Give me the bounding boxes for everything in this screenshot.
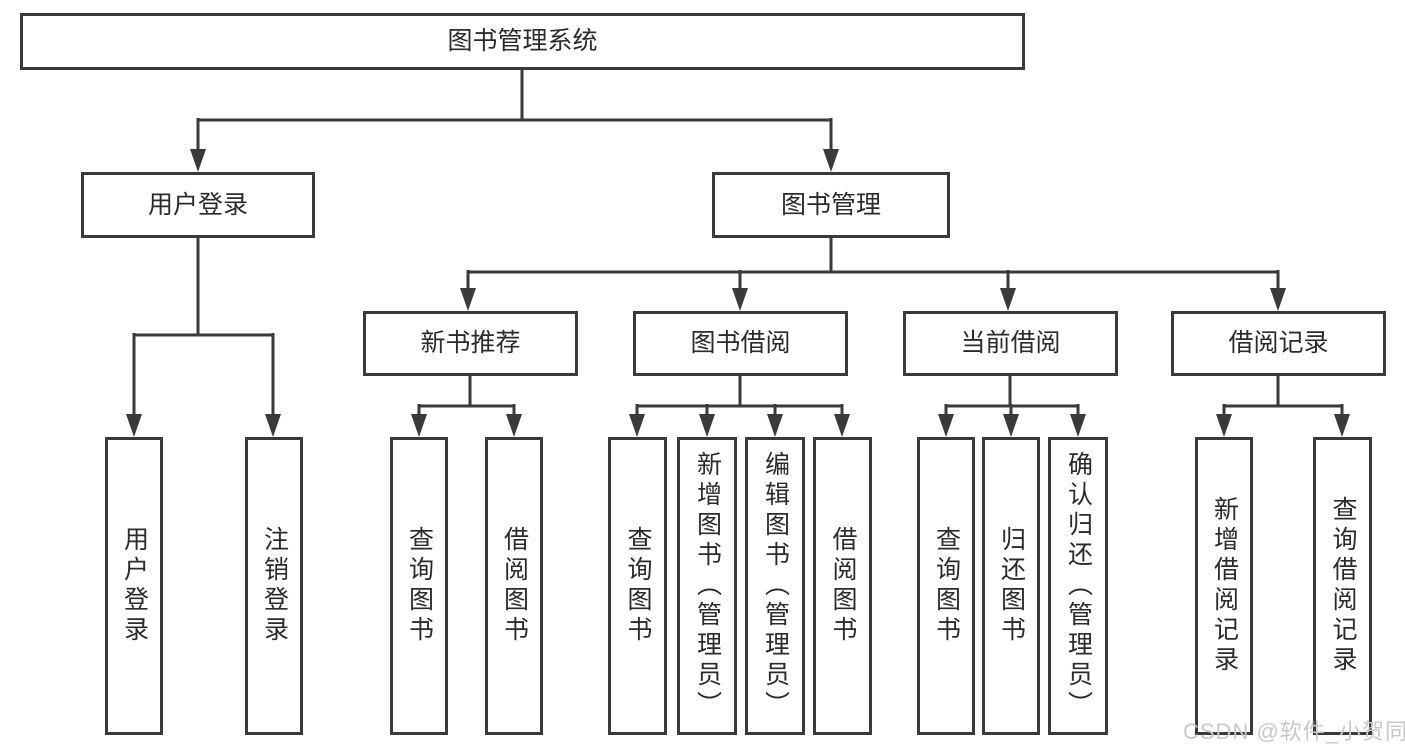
leaf-recommend-borrow-books: 借阅图书 xyxy=(485,437,543,735)
leaf-logout-label: 注销登录 xyxy=(260,526,289,646)
leaf-recommend-borrow-books-label: 借阅图书 xyxy=(500,526,529,646)
node-book-borrow: 图书借阅 xyxy=(633,311,848,376)
node-book-management: 图书管理 xyxy=(712,172,950,238)
node-user-login-label: 用户登录 xyxy=(147,190,248,219)
watermark: CSDN @软件_小贺同学 xyxy=(1183,719,1405,744)
leaf-user-login: 用户登录 xyxy=(105,437,163,735)
leaf-borrow-query-books: 查询图书 xyxy=(608,437,667,735)
leaf-confirm-return-admin-label: 确认归还（管理员） xyxy=(1064,451,1093,721)
node-borrow-records: 借阅记录 xyxy=(1171,311,1386,376)
leaf-add-books-admin-label: 新增图书（管理员） xyxy=(693,451,722,721)
leaf-logout: 注销登录 xyxy=(245,437,303,735)
leaf-current-query-books-label: 查询图书 xyxy=(932,526,961,646)
leaf-confirm-return-admin: 确认归还（管理员） xyxy=(1048,437,1108,735)
node-root-system: 图书管理系统 xyxy=(20,13,1025,70)
node-user-login: 用户登录 xyxy=(81,172,315,238)
leaf-edit-books-admin-label: 编辑图书（管理员） xyxy=(761,451,790,721)
node-new-book-recommend-label: 新书推荐 xyxy=(420,329,521,357)
leaf-edit-books-admin: 编辑图书（管理员） xyxy=(745,437,805,735)
leaf-user-login-label: 用户登录 xyxy=(120,526,149,646)
leaf-query-borrow-record-label: 查询借阅记录 xyxy=(1329,496,1357,676)
leaf-recommend-query-books-label: 查询图书 xyxy=(405,526,434,646)
leaf-current-query-books: 查询图书 xyxy=(917,437,975,735)
node-current-borrow-label: 当前借阅 xyxy=(960,329,1061,357)
leaf-borrow-query-books-label: 查询图书 xyxy=(624,526,652,646)
leaf-recommend-query-books: 查询图书 xyxy=(390,437,448,735)
node-borrow-records-label: 借阅记录 xyxy=(1228,329,1329,357)
leaf-borrow-books: 借阅图书 xyxy=(813,437,872,735)
node-current-borrow: 当前借阅 xyxy=(903,311,1118,376)
leaf-return-books-label: 归还图书 xyxy=(997,526,1026,646)
leaf-add-borrow-record: 新增借阅记录 xyxy=(1195,437,1253,735)
node-book-borrow-label: 图书借阅 xyxy=(690,329,791,357)
node-book-management-label: 图书管理 xyxy=(780,190,881,219)
leaf-return-books: 归还图书 xyxy=(982,437,1040,735)
leaf-query-borrow-record: 查询借阅记录 xyxy=(1313,437,1372,735)
node-new-book-recommend: 新书推荐 xyxy=(363,311,578,376)
leaf-borrow-books-label: 借阅图书 xyxy=(829,526,857,646)
leaf-add-books-admin: 新增图书（管理员） xyxy=(677,437,737,735)
node-root-system-label: 图书管理系统 xyxy=(447,27,598,55)
leaf-add-borrow-record-label: 新增借阅记录 xyxy=(1210,496,1239,676)
